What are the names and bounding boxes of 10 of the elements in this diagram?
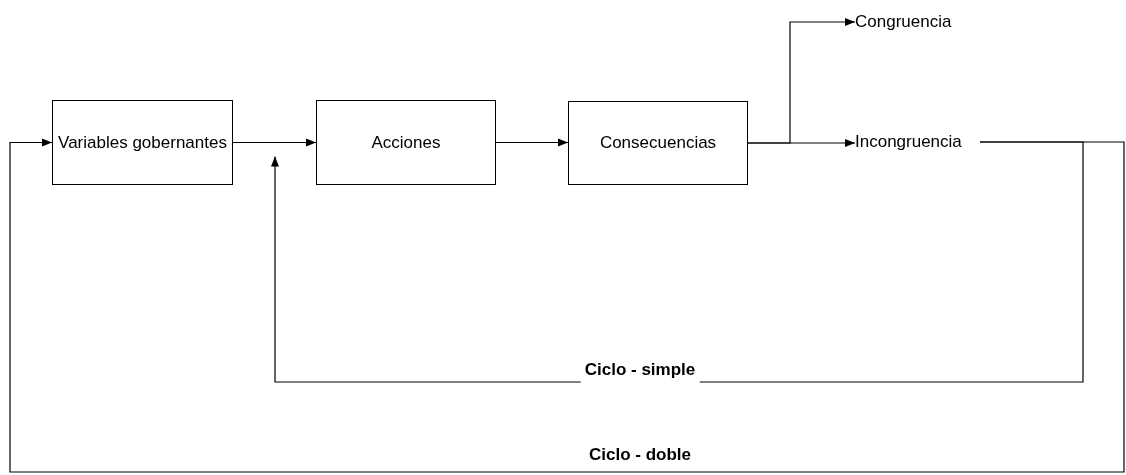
process-box: Acciones xyxy=(316,100,496,185)
arrow xyxy=(495,138,569,147)
outcome-label: Congruencia xyxy=(855,10,965,34)
outcome-label: Incongruencia xyxy=(855,130,980,154)
arrow xyxy=(9,138,1125,473)
process-box: Variables gobernantes xyxy=(52,100,233,185)
arrow xyxy=(747,139,856,147)
process-box: Consecuencias xyxy=(568,101,748,185)
arrow xyxy=(271,141,1084,383)
arrow xyxy=(232,138,317,147)
